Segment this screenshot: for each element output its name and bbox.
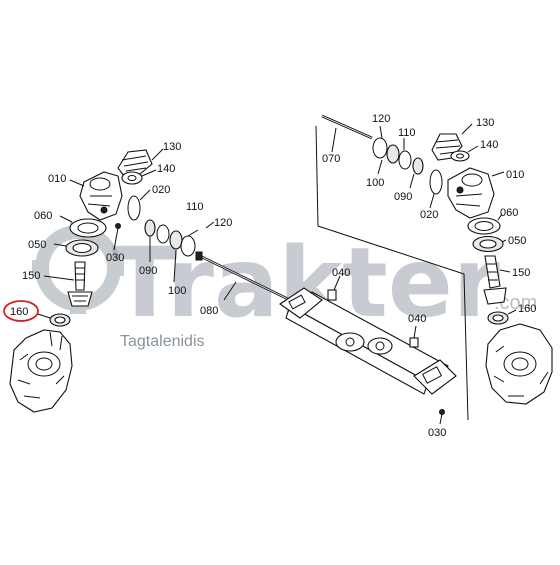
label-160-left: 160 bbox=[10, 306, 28, 318]
label-100-left: 100 bbox=[168, 285, 186, 297]
knuckle-casing-left bbox=[9, 329, 73, 413]
label-030-left: 030 bbox=[106, 252, 124, 264]
label-030-center: 030 bbox=[428, 427, 446, 439]
shaft-150-right bbox=[483, 255, 511, 305]
label-090-right: 090 bbox=[394, 191, 412, 203]
label-150-right: 150 bbox=[512, 267, 530, 279]
bevel-gear-130 bbox=[117, 148, 164, 177]
label-040-top: 040 bbox=[332, 267, 350, 279]
label-060-left: 060 bbox=[34, 210, 52, 222]
watermark-tagline: Tagtalenidis bbox=[120, 333, 205, 350]
bearing-160 bbox=[37, 313, 71, 327]
right-assembly bbox=[321, 114, 553, 405]
label-120-left: 120 bbox=[214, 217, 232, 229]
label-060-right: 060 bbox=[500, 207, 518, 219]
label-010-left: 010 bbox=[48, 173, 66, 185]
knuckle-casing-right bbox=[485, 323, 553, 405]
highlight-ring bbox=[3, 300, 39, 322]
seal-060-right bbox=[467, 213, 503, 235]
shaft-080 bbox=[195, 251, 291, 302]
seal-060 bbox=[59, 215, 107, 238]
label-050-left: 050 bbox=[28, 239, 46, 251]
label-020-right: 020 bbox=[420, 209, 438, 221]
watermark: Trakter .com Tagtalenidis bbox=[32, 222, 537, 350]
label-130-left: 130 bbox=[163, 141, 181, 153]
bearing-160-right bbox=[487, 309, 517, 325]
label-090-left: 090 bbox=[139, 265, 157, 277]
plug-040-top bbox=[327, 275, 341, 301]
left-assembly bbox=[9, 148, 215, 413]
rings-right bbox=[372, 125, 424, 189]
screw-030-left bbox=[113, 223, 121, 251]
label-160-right: 160 bbox=[518, 303, 536, 315]
label-110-right: 110 bbox=[398, 127, 416, 139]
label-110-left: 110 bbox=[186, 201, 204, 213]
rings-left bbox=[144, 219, 215, 283]
label-140-left: 140 bbox=[157, 163, 175, 175]
bearing-050-right bbox=[472, 235, 507, 253]
washer-140 bbox=[121, 169, 157, 185]
label-050-right: 050 bbox=[508, 235, 526, 247]
part-labels: 130 140 010 020 060 110 120 050 030 090 … bbox=[10, 113, 536, 439]
label-120-right: 120 bbox=[372, 113, 390, 125]
label-140-right: 140 bbox=[480, 139, 498, 151]
shaft-070 bbox=[321, 114, 373, 153]
label-040-right: 040 bbox=[408, 313, 426, 325]
o-ring-020-right bbox=[429, 169, 443, 209]
label-100-right: 100 bbox=[366, 177, 384, 189]
label-130-right: 130 bbox=[476, 117, 494, 129]
label-150-left: 150 bbox=[22, 270, 40, 282]
housing-010 bbox=[69, 171, 123, 221]
axle-housing bbox=[279, 125, 469, 425]
plug-040-right bbox=[409, 325, 419, 348]
o-ring-020 bbox=[127, 189, 151, 221]
washer-140-right bbox=[450, 145, 479, 162]
label-070: 070 bbox=[322, 153, 340, 165]
housing-010-right bbox=[447, 167, 505, 219]
shaft-150 bbox=[43, 261, 93, 307]
label-020-left: 020 bbox=[152, 184, 170, 196]
label-010-right: 010 bbox=[506, 169, 524, 181]
bearing-050 bbox=[53, 239, 99, 257]
label-080: 080 bbox=[200, 305, 218, 317]
screw-030-center bbox=[439, 409, 445, 425]
